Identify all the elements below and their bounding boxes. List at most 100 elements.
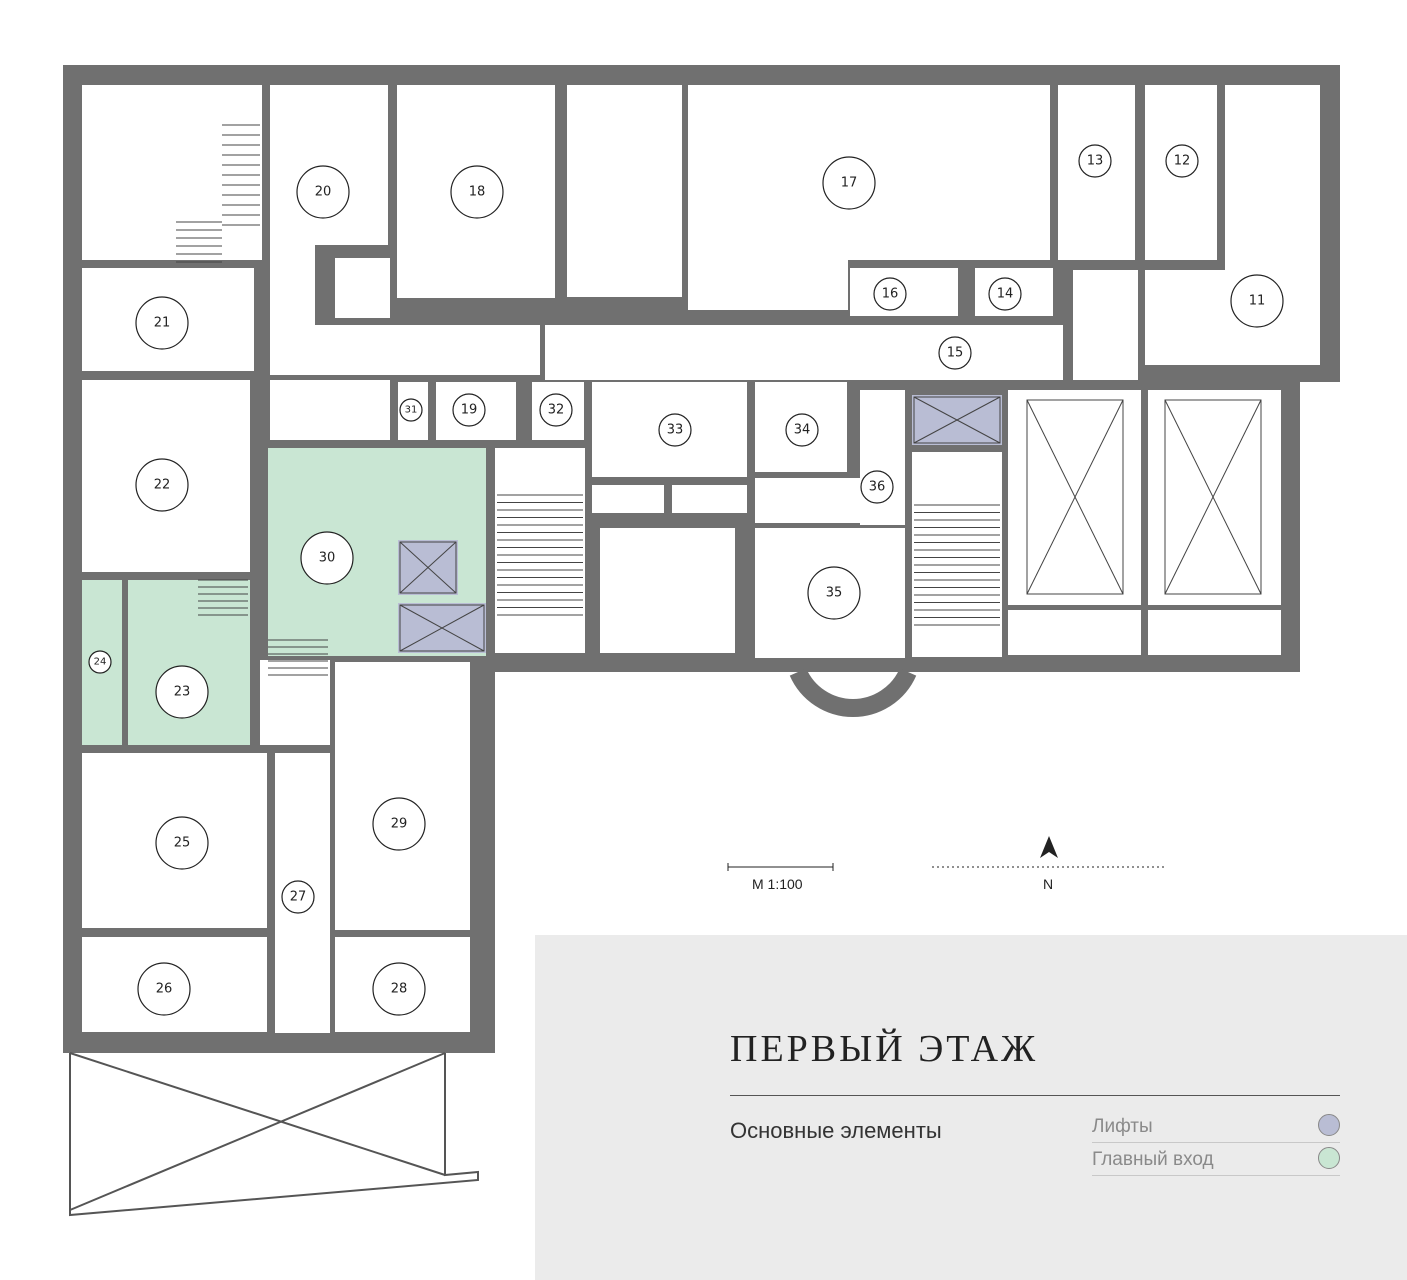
room-marker: [860, 470, 894, 504]
room-area: [270, 380, 390, 440]
shaft-cross: [399, 604, 485, 652]
room-marker: [372, 797, 426, 851]
room-marker: [1165, 144, 1199, 178]
legend-swatch-entrance: [1318, 1147, 1340, 1169]
room-area: [1073, 270, 1138, 380]
room-marker: [300, 531, 354, 585]
room-area: [1148, 610, 1281, 655]
room-number: 35: [826, 586, 843, 601]
room-number: 36: [869, 480, 886, 495]
room-marker: [1078, 144, 1112, 178]
room-area: [912, 452, 1002, 657]
shaft-cross: [1164, 399, 1262, 595]
shaft-outline: [913, 396, 1001, 444]
room-marker: [452, 393, 486, 427]
legend-item-lifts: Лифты: [1092, 1110, 1340, 1143]
room-area: [335, 258, 390, 318]
shaft-cross: [399, 541, 457, 594]
room-number: 11: [1249, 294, 1266, 309]
room-marker: [658, 413, 692, 447]
legend-item-entrance: Главный вход: [1092, 1143, 1340, 1176]
room-area: [270, 325, 540, 375]
room-area: [270, 245, 315, 335]
room-marker: [450, 165, 504, 219]
room-number: 13: [1087, 154, 1104, 169]
room-number: 30: [319, 551, 336, 566]
room-number: 26: [156, 982, 173, 997]
room-marker: [988, 277, 1022, 311]
room-number: 34: [794, 423, 811, 438]
legend-label: Главный вход: [1092, 1149, 1214, 1170]
legend-subtitle: Основные элементы: [730, 1118, 942, 1143]
room-marker: [135, 296, 189, 350]
room-marker: [88, 650, 112, 674]
room-marker: [807, 566, 861, 620]
room-area: [335, 662, 470, 930]
room-marker: [281, 880, 315, 914]
rotunda: [789, 668, 917, 718]
floor-title: ПЕРВЫЙ ЭТАЖ: [730, 1028, 1039, 1070]
north-label: N: [1043, 876, 1054, 892]
room-area: [128, 580, 250, 745]
room-number: 23: [174, 685, 191, 700]
shaft-cross: [913, 396, 1001, 444]
shaft-outline: [399, 604, 485, 652]
room-area: [688, 260, 848, 310]
room-number: 14: [997, 287, 1014, 302]
room-number: 18: [469, 185, 486, 200]
room-area: [545, 325, 1063, 380]
room-marker: [1230, 274, 1284, 328]
room-number: 25: [174, 836, 191, 851]
room-marker: [137, 962, 191, 1016]
shaft-outline: [1164, 399, 1262, 595]
room-marker: [539, 393, 573, 427]
room-marker: [399, 398, 423, 422]
porch: [69, 1052, 479, 1217]
room-marker: [785, 413, 819, 447]
room-number: 24: [94, 657, 107, 668]
north-arrow-icon: [1040, 836, 1058, 858]
divider: [730, 1095, 1340, 1096]
room-number: 17: [841, 176, 858, 191]
scale-bar: [727, 863, 834, 871]
room-marker: [938, 336, 972, 370]
room-number: 15: [947, 346, 964, 361]
room-area: [82, 85, 262, 260]
room-number: 27: [290, 890, 307, 905]
room-area: [567, 85, 682, 297]
shaft-cross: [1026, 399, 1124, 595]
room-number: 29: [391, 817, 408, 832]
room-number: 28: [391, 982, 408, 997]
room-area: [592, 485, 664, 513]
room-area: [1145, 270, 1320, 365]
room-marker: [822, 156, 876, 210]
room-number: 22: [154, 478, 171, 493]
room-area: [270, 85, 388, 245]
shaft-outline: [399, 541, 457, 594]
room-area: [600, 528, 735, 653]
room-marker: [155, 816, 209, 870]
room-area: [1225, 85, 1320, 270]
room-marker: [372, 962, 426, 1016]
room-number: 12: [1174, 154, 1191, 169]
room-area: [1148, 390, 1281, 605]
room-number: 21: [154, 316, 171, 331]
room-area: [672, 485, 747, 513]
legend-label: Лифты: [1092, 1116, 1153, 1137]
room-area: [495, 448, 585, 653]
room-marker: [155, 665, 209, 719]
room-marker: [135, 458, 189, 512]
room-area: [260, 660, 330, 745]
shaft-outline: [1026, 399, 1124, 595]
room-area: [1008, 610, 1141, 655]
scale-label: М 1:100: [752, 876, 803, 892]
room-number: 33: [667, 423, 684, 438]
room-number: 19: [461, 403, 478, 418]
room-number: 16: [882, 287, 899, 302]
room-number: 32: [548, 403, 565, 418]
legend-panel: ПЕРВЫЙ ЭТАЖ Основные элементы Лифты Глав…: [535, 935, 1407, 1280]
room-number: 20: [315, 185, 332, 200]
room-marker: [296, 165, 350, 219]
room-number: 31: [405, 405, 418, 416]
